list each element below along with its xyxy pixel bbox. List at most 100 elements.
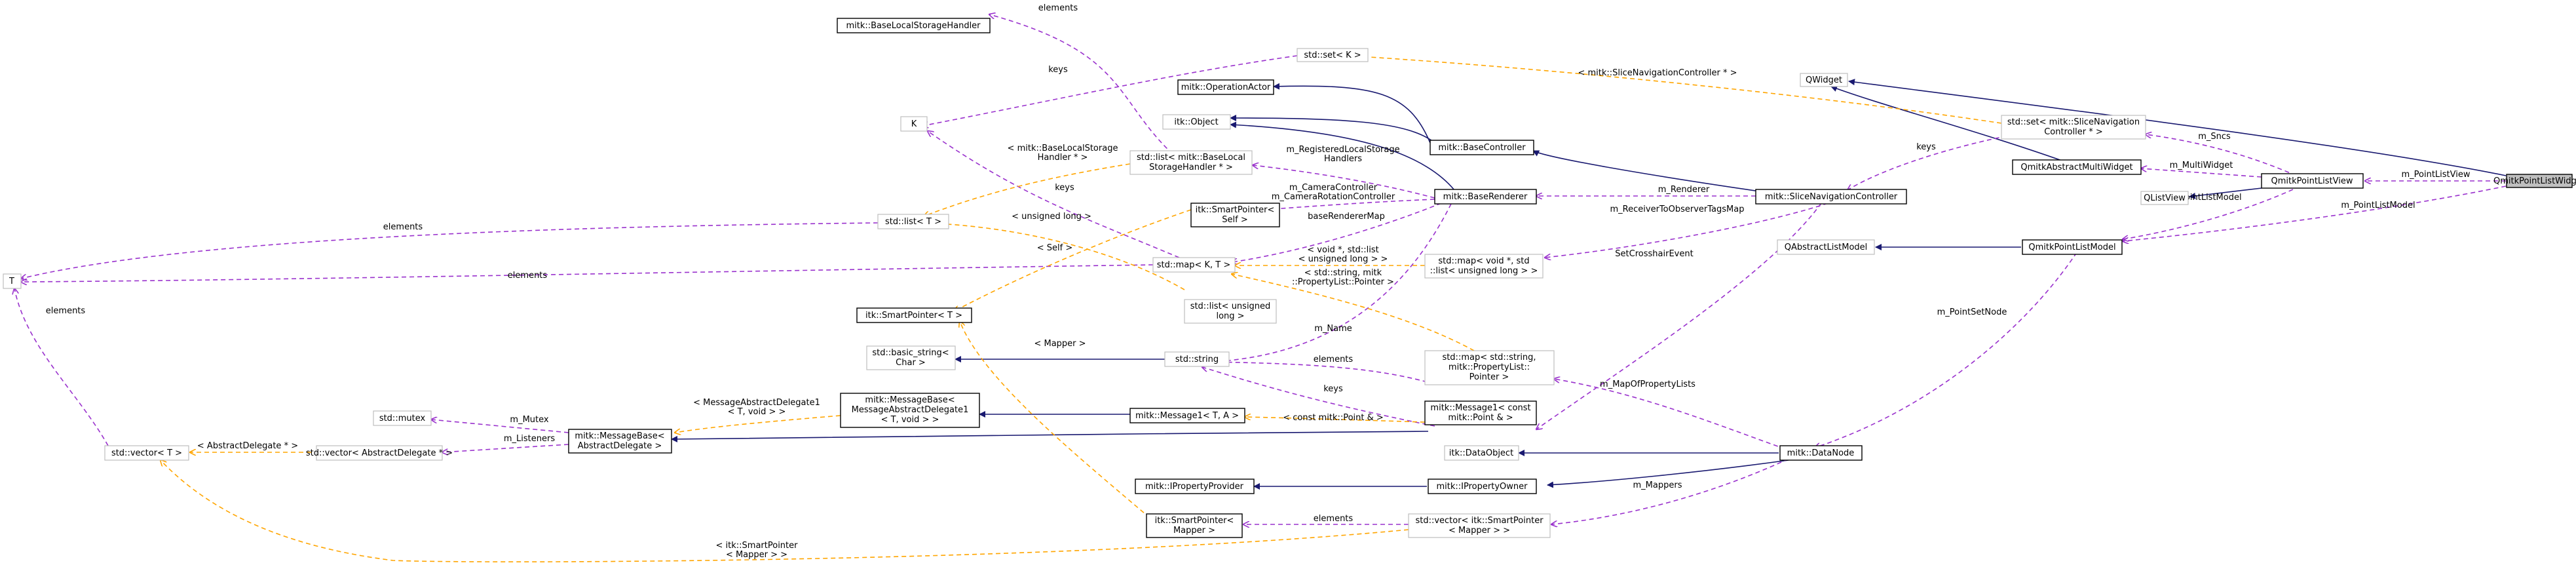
edge-label-elements-vector: elements <box>46 306 86 316</box>
node-basic-string[interactable]: std::basic_string<Char > <box>866 345 956 370</box>
svg-text:itk::Object: itk::Object <box>1174 117 1218 127</box>
edge-data-node-iproperty-owner <box>1547 459 1789 488</box>
svg-text:QmitkAbstractMultiWidget: QmitkAbstractMultiWidget <box>2020 163 2132 172</box>
node-message-base-delegate1[interactable]: mitk::MessageBase<MessageAbstractDelegat… <box>840 393 980 428</box>
edge-label-elements-string: elements <box>1314 355 1354 364</box>
edge-abstract-multi-widget-qwidget <box>1830 85 2064 162</box>
node-map-string-pointer[interactable]: std::map< std::string,mitk::PropertyList… <box>1424 350 1555 385</box>
edge-m-point-set-node <box>1815 252 2077 448</box>
edge-label-m-point-set-node: m_PointSetNode <box>1937 307 2007 317</box>
node-qmitk-point-list-model[interactable]: QmitkPointListModel <box>2022 239 2123 255</box>
node-vector-t[interactable]: std::vector< T > <box>104 445 189 461</box>
node-iproperty-owner[interactable]: mitk::IPropertyOwner <box>1428 479 1537 494</box>
node-set-k[interactable]: std::set< K > <box>1297 48 1369 62</box>
edge-label-elements-mapper: elements <box>1314 514 1354 524</box>
edge-label-mapper-tmpl: < Mapper > <box>1034 339 1086 349</box>
edge-m-mappers <box>1551 458 1789 524</box>
node-data-node[interactable]: mitk::DataNode <box>1779 445 1863 461</box>
edge-base-controller-operation-actor <box>1273 83 1431 144</box>
edge-label-elements-map: elements <box>508 271 548 281</box>
node-qlist-view[interactable]: QListView <box>2140 191 2189 205</box>
edge-label-m-name: m_Name <box>1314 324 1352 334</box>
svg-text:QmitkPointListWidget: QmitkPointListWidget <box>2493 176 2576 186</box>
node-base-controller[interactable]: mitk::BaseController <box>1430 140 1534 155</box>
edge-elements-map <box>21 264 1154 282</box>
node-vector-smart-pointer-mapper[interactable]: std::vector< itk::SmartPointer< Mapper >… <box>1408 513 1551 538</box>
edge-base-local-tmpl <box>924 163 1131 216</box>
node-slice-navigation-controller[interactable]: mitk::SliceNavigationController <box>1755 189 1907 205</box>
svg-text:mitk::BaseLocalStorageHandler: mitk::BaseLocalStorageHandler <box>846 21 981 31</box>
edge-elements-string <box>1212 362 1435 385</box>
edge-label-keys-string: keys <box>1323 384 1343 394</box>
node-qabstract-list-model[interactable]: QAbstractListModel <box>1777 239 1875 255</box>
edge-base-renderer-map <box>1232 203 1442 262</box>
node-std-mutex[interactable]: std::mutex <box>373 410 432 426</box>
node-qmitk-abstract-multi-widget[interactable]: QmitkAbstractMultiWidget <box>2012 159 2142 175</box>
edge-message-abstract-tmpl <box>675 415 841 433</box>
edge-label-m-snc: m_Sncs <box>2198 132 2231 142</box>
edge-m-map-of-property-lists <box>1554 379 1786 450</box>
node-message-base-abstract[interactable]: mitk::MessageBase<AbstractDelegate > <box>568 429 672 454</box>
node-t[interactable]: T <box>3 273 22 289</box>
edge-base-controller-itk-object <box>1230 115 1435 144</box>
node-qmitk-point-list-widget[interactable]: QmitkPointListWidget <box>2493 174 2576 188</box>
node-itk-object[interactable]: itk::Object <box>1162 114 1231 130</box>
edge-label-string-pointer-tmpl: < std::string, mitk::PropertyList::Point… <box>1292 268 1394 287</box>
node-base-renderer[interactable]: mitk::BaseRenderer <box>1434 189 1537 205</box>
node-list-t[interactable]: std::list< T > <box>877 214 949 229</box>
node-vector-abstract-delegate[interactable]: std::vector< AbstractDelegate * > <box>306 445 453 461</box>
node-k[interactable]: K <box>900 116 928 132</box>
edge-label-elements-top: elements <box>1038 3 1078 13</box>
node-std-string[interactable]: std::string <box>1164 351 1230 367</box>
edge-m-receiver-to-observer <box>1545 203 1828 258</box>
node-data-object[interactable]: itk::DataObject <box>1444 445 1519 461</box>
edge-label-void-list-tmpl: < void *, std::list< unsigned long > > <box>1298 245 1388 264</box>
edge-label-base-renderer-map: baseRendererMap <box>1308 212 1385 222</box>
svg-text:mitk::IPropertyProvider: mitk::IPropertyProvider <box>1145 482 1244 492</box>
edge-elements-vector <box>14 288 109 446</box>
node-map-void-list[interactable]: std::map< void *, std::list< unsigned lo… <box>1424 254 1544 279</box>
edge-label-keys-k: keys <box>1055 183 1074 193</box>
svg-text:QmitkPointListView: QmitkPointListView <box>2271 176 2353 186</box>
node-operation-actor[interactable]: mitk::OperationActor <box>1177 79 1274 95</box>
node-base-local-storage-handler[interactable]: mitk::BaseLocalStorageHandler <box>837 18 991 33</box>
node-smart-pointer-mapper[interactable]: itk::SmartPointer<Mapper > <box>1146 513 1243 538</box>
edge-label-abstract-delegate-tmpl: < AbstractDelegate * > <box>197 441 298 451</box>
edge-keys-string <box>1202 367 1435 427</box>
node-map-k-t[interactable]: std::map< K, T > <box>1152 257 1236 273</box>
edge-mapper-tmpl <box>960 321 1150 518</box>
node-iproperty-provider[interactable]: mitk::IPropertyProvider <box>1135 479 1255 494</box>
svg-text:mitk::Message1< T, A >: mitk::Message1< T, A > <box>1135 411 1239 421</box>
edge-label-const-point-tmpl: < const mitk::Point & > <box>1283 413 1384 423</box>
svg-text:std::map< void *, std::list< u: std::map< void *, std::list< unsigned lo… <box>1430 256 1538 276</box>
svg-text:std::vector< itk::SmartPointer: std::vector< itk::SmartPointer< Mapper >… <box>1415 516 1544 536</box>
svg-text:itk::SmartPointer<Mapper >: itk::SmartPointer<Mapper > <box>1155 516 1234 536</box>
node-message1-ta[interactable]: mitk::Message1< T, A > <box>1129 408 1245 423</box>
svg-text:mitk::SliceNavigationControlle: mitk::SliceNavigationController <box>1765 192 1898 202</box>
edge-string-pointer-tmpl <box>1232 274 1475 351</box>
edge-label-keys-snc: keys <box>1916 142 1936 152</box>
edge-smart-pointer-mapper-tmpl <box>161 460 1409 562</box>
edge-label-message-abstract-tmpl: < MessageAbstractDelegate1< T, void > > <box>693 398 820 417</box>
edge-m-point-list-model-view <box>2123 189 2294 239</box>
edge-m-snc <box>2146 134 2297 176</box>
edge-label-m-multi-widget: m_MultiWidget <box>2170 161 2233 170</box>
node-qwidget[interactable]: QWidget <box>1800 73 1848 87</box>
svg-text:mitk::MessageBase<AbstractDele: mitk::MessageBase<AbstractDelegate > <box>575 431 664 451</box>
node-smart-pointer-self[interactable]: itk::SmartPointer<Self > <box>1190 203 1280 227</box>
svg-text:std::basic_string<Char >: std::basic_string<Char > <box>872 348 949 368</box>
node-smart-pointer-t[interactable]: itk::SmartPointer< T > <box>856 307 972 323</box>
edge-label-m-mutex: m_Mutex <box>510 415 548 425</box>
node-qmitk-point-list-view[interactable]: QmitkPointListView <box>2261 173 2364 189</box>
edge-base-renderer-itk-object <box>1230 121 1455 191</box>
svg-text:K: K <box>911 119 917 129</box>
